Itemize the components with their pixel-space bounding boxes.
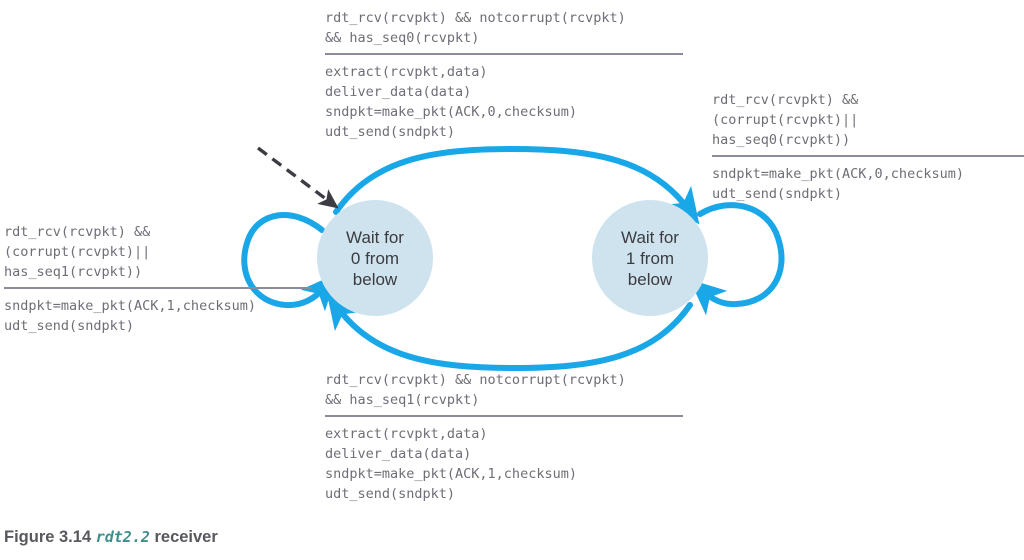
state-circle-wait-for-1[interactable] bbox=[592, 200, 708, 316]
label-left-selfloop: rdt_rcv(rcvpkt) && (corrupt(rcvpkt)|| ha… bbox=[4, 222, 312, 336]
caption-prefix: Figure 3.14 bbox=[4, 528, 96, 546]
right-action: sndpkt=make_pkt(ACK,0,checksum) udt_send… bbox=[712, 166, 964, 202]
right-condition: rdt_rcv(rcvpkt) && (corrupt(rcvpkt)|| ha… bbox=[712, 92, 859, 148]
bottom-separator-rule bbox=[325, 415, 683, 417]
left-condition: rdt_rcv(rcvpkt) && (corrupt(rcvpkt)|| ha… bbox=[4, 224, 151, 280]
label-right-selfloop: rdt_rcv(rcvpkt) && (corrupt(rcvpkt)|| ha… bbox=[712, 90, 1024, 204]
label-bottom-transition: rdt_rcv(rcvpkt) && notcorrupt(rcvpkt) &&… bbox=[325, 370, 683, 504]
arrow-left-selfloop bbox=[241, 212, 337, 312]
left-action: sndpkt=make_pkt(ACK,1,checksum) udt_send… bbox=[4, 298, 256, 334]
top-separator-rule bbox=[325, 53, 683, 55]
caption-code: rdt2.2 bbox=[95, 528, 150, 546]
arrow-initial-entry bbox=[256, 146, 339, 209]
bottom-action: extract(rcvpkt,data) deliver_data(data) … bbox=[325, 426, 577, 502]
arrow-bottom-transition bbox=[326, 292, 693, 372]
top-action: extract(rcvpkt,data) deliver_data(data) … bbox=[325, 64, 577, 140]
figure-caption: Figure 3.14 rdt2.2 receiver bbox=[4, 528, 218, 547]
arrow-right-selfloop bbox=[689, 202, 785, 316]
right-separator-rule bbox=[712, 155, 1024, 157]
arrow-top-transition bbox=[333, 145, 700, 225]
label-top-transition: rdt_rcv(rcvpkt) && notcorrupt(rcvpkt) &&… bbox=[325, 8, 683, 142]
top-condition: rdt_rcv(rcvpkt) && notcorrupt(rcvpkt) &&… bbox=[325, 10, 626, 46]
caption-suffix: receiver bbox=[149, 528, 218, 546]
state-circle-wait-for-0[interactable] bbox=[317, 200, 433, 316]
left-separator-rule bbox=[4, 287, 312, 289]
bottom-condition: rdt_rcv(rcvpkt) && notcorrupt(rcvpkt) &&… bbox=[325, 372, 626, 408]
